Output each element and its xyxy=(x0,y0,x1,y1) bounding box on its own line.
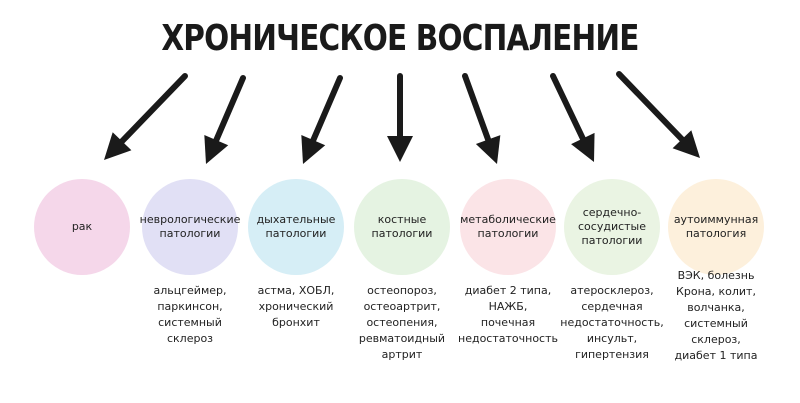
arrow-shaft xyxy=(212,75,246,145)
arrow-head xyxy=(475,135,501,164)
category-circle-respiratory: дыхательные патологии xyxy=(248,179,344,275)
category-circle-cardiovascular: сердечно- сосудистые патологии xyxy=(564,179,660,275)
diagram-title: ХРОНИЧЕСКОЕ ВОСПАЛЕНИЕ xyxy=(161,18,639,59)
arrow-head xyxy=(204,134,229,164)
arrow-to-neurological xyxy=(204,75,246,164)
arrow-shaft xyxy=(309,75,343,145)
category-label: аутоиммунная патология xyxy=(673,213,759,240)
category-label: дыхательные патологии xyxy=(256,213,336,240)
arrow-to-respiratory xyxy=(301,75,343,164)
arrow-head xyxy=(104,132,132,160)
arrow-head xyxy=(672,130,700,158)
arrow-head xyxy=(387,136,413,162)
arrow-to-cardiovascular xyxy=(550,73,595,162)
arrow-shaft xyxy=(462,73,492,145)
arrow-shaft xyxy=(550,73,587,144)
arrow-to-cancer xyxy=(104,73,188,160)
category-examples-bone: остеопороз, остеоартрит, остеопения, рев… xyxy=(358,284,446,361)
arrow-to-autoimmune xyxy=(616,71,700,158)
category-examples-metabolic: диабет 2 типа, НАЖБ, почечная недостаточ… xyxy=(458,284,558,345)
category-label: неврологические патологии xyxy=(139,213,241,240)
category-examples-autoimmune: ВЭК, болезнь Крона, колит, волчанка, сис… xyxy=(674,269,758,362)
category-label: метаболические патологии xyxy=(460,213,556,240)
category-examples-neurological: альцгеймер, паркинсон, системный склероз xyxy=(153,284,227,345)
arrow-to-bone xyxy=(387,73,413,162)
category-circle-autoimmune: аутоиммунная патология xyxy=(668,179,764,275)
category-circle-cancer: рак xyxy=(34,179,130,275)
category-label: костные патологии xyxy=(371,213,433,240)
category-circle-bone: костные патологии xyxy=(354,179,450,275)
arrow-shaft xyxy=(117,73,188,146)
category-circle-neurological: неврологические патологии xyxy=(139,179,241,275)
arrow-shaft xyxy=(616,71,687,144)
category-label: рак xyxy=(71,220,93,233)
arrow-head xyxy=(301,134,326,164)
arrow-to-metabolic xyxy=(462,73,501,164)
category-circle-metabolic: метаболические патологии xyxy=(460,179,556,275)
arrow-head xyxy=(571,132,595,162)
category-examples-cardiovascular: атеросклероз, сердечная недостаточность,… xyxy=(560,284,664,361)
category-label: сердечно- сосудистые патологии xyxy=(578,206,646,247)
category-examples-respiratory: астма, ХОБЛ, хронический бронхит xyxy=(257,284,335,329)
